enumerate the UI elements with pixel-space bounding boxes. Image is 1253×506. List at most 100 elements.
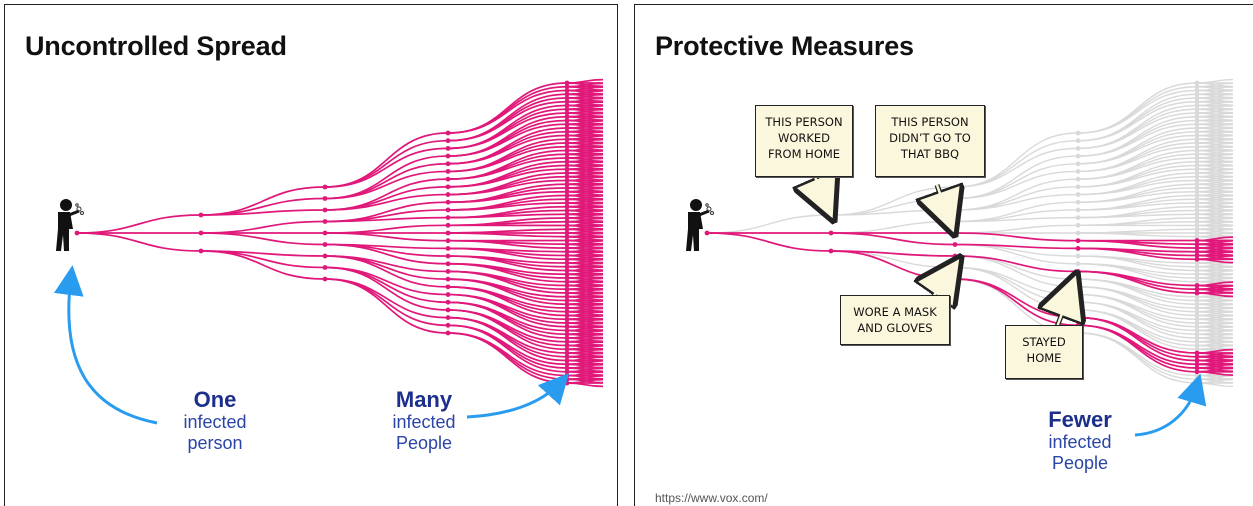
- protected-person-node: [1194, 234, 1200, 240]
- protected-person-node: [1194, 343, 1200, 348]
- protected-person-node: [1075, 222, 1081, 228]
- blocked-link: [1077, 255, 1198, 272]
- infection-link: [324, 266, 449, 311]
- infected-person-node: [564, 365, 570, 371]
- infection-link: [447, 89, 568, 134]
- infected-person-node: [564, 350, 570, 356]
- infected-person-node: [564, 286, 570, 292]
- infected-person-node: [564, 298, 570, 303]
- infection-link: [324, 170, 449, 200]
- protected-person-node: [1194, 88, 1200, 93]
- protected-person-node: [1194, 339, 1200, 345]
- curved-arrow-icon: [1134, 373, 1207, 437]
- infected-person-node: [445, 284, 451, 290]
- infection-link: [324, 278, 449, 334]
- infection-link: [1077, 324, 1198, 373]
- infection-link: [447, 168, 568, 188]
- infected-person-node: [564, 99, 570, 105]
- infected-person-node: [564, 249, 570, 255]
- protected-person-node: [1194, 163, 1200, 168]
- protected-person-node: [1194, 298, 1200, 303]
- infected-person-node: [564, 148, 570, 153]
- infection-link: [447, 213, 568, 219]
- infected-person-node: [828, 230, 834, 236]
- pointer-arrow-icon: [1055, 288, 1073, 328]
- protected-person-node: [1194, 133, 1200, 138]
- infection-link: [76, 232, 202, 252]
- infected-person-node: [445, 192, 451, 197]
- infected-person-node: [564, 114, 570, 120]
- infected-person-node: [322, 253, 328, 259]
- infected-person-node: [564, 178, 570, 183]
- infected-person-node: [564, 226, 570, 232]
- protected-person-node: [1194, 110, 1200, 116]
- infection-link: [447, 285, 568, 317]
- protected-person-node: [1194, 84, 1200, 90]
- infected-person-node: [564, 369, 570, 375]
- protected-person-node: [1194, 144, 1200, 150]
- protected-person-node: [1075, 176, 1081, 182]
- infected-person-node: [564, 313, 570, 318]
- infected-person-node: [564, 140, 570, 146]
- infected-person-node: [445, 307, 451, 313]
- infected-person-node: [564, 91, 570, 97]
- infected-person-node: [1194, 361, 1200, 367]
- protected-person-node: [1194, 279, 1200, 285]
- protected-person-node: [1194, 178, 1200, 183]
- infected-person-node: [445, 215, 451, 221]
- infected-person-node: [445, 292, 451, 297]
- protected-person-node: [1075, 184, 1081, 190]
- infection-link: [954, 232, 1079, 242]
- infected-person-node: [1194, 350, 1200, 356]
- blocked-link: [1077, 213, 1198, 219]
- infected-person-node: [564, 219, 570, 225]
- protected-person-node: [1194, 313, 1200, 318]
- infected-person-node: [564, 256, 570, 262]
- protected-person-node: [1194, 136, 1200, 142]
- infected-person-node: [1194, 290, 1200, 296]
- infected-person-node: [564, 361, 570, 367]
- infected-person-node: [564, 271, 570, 277]
- infected-person-node: [564, 151, 570, 157]
- infected-person-node: [564, 133, 570, 138]
- protected-person-node: [1194, 159, 1200, 165]
- protected-person-node: [1194, 275, 1200, 281]
- infected-person-node: [564, 121, 570, 127]
- protected-person-node: [1194, 193, 1200, 198]
- protected-person-node: [1194, 211, 1200, 217]
- infected-person-node: [1194, 253, 1200, 258]
- infection-link: [447, 190, 568, 204]
- infected-person-node: [564, 294, 570, 300]
- infected-person-node: [445, 269, 451, 274]
- infected-person-node: [564, 264, 570, 270]
- infection-link: [324, 232, 449, 242]
- protected-person-node: [1194, 121, 1200, 127]
- protected-person-node: [1194, 346, 1200, 352]
- infection-link: [324, 216, 449, 223]
- blocked-link: [1077, 101, 1198, 142]
- infection-link: [200, 250, 326, 280]
- infected-person-node: [828, 248, 834, 254]
- infected-person-node: [322, 230, 328, 236]
- infected-person-node: [564, 324, 570, 330]
- pointer-arrow-icon: [935, 184, 951, 220]
- infected-person-node: [564, 189, 570, 195]
- infected-person-node: [445, 315, 451, 321]
- infected-person-node: [322, 276, 328, 282]
- protected-person-node: [1194, 170, 1200, 176]
- blocked-link: [1077, 286, 1198, 317]
- infected-person-node: [564, 106, 570, 112]
- infected-person-node: [322, 196, 328, 201]
- infection-link: [1196, 258, 1234, 264]
- blocked-link: [1077, 263, 1198, 283]
- protected-person-node: [1075, 207, 1081, 213]
- infection-link: [1196, 370, 1234, 376]
- infected-person-node: [322, 184, 328, 190]
- infected-person-node: [564, 211, 570, 217]
- infected-person-node: [1194, 256, 1200, 262]
- infected-person-node: [445, 276, 451, 282]
- protected-person-node: [1194, 316, 1200, 322]
- protected-person-node: [1075, 138, 1081, 144]
- infection-link: [1077, 239, 1198, 249]
- protected-person-node: [1194, 148, 1200, 153]
